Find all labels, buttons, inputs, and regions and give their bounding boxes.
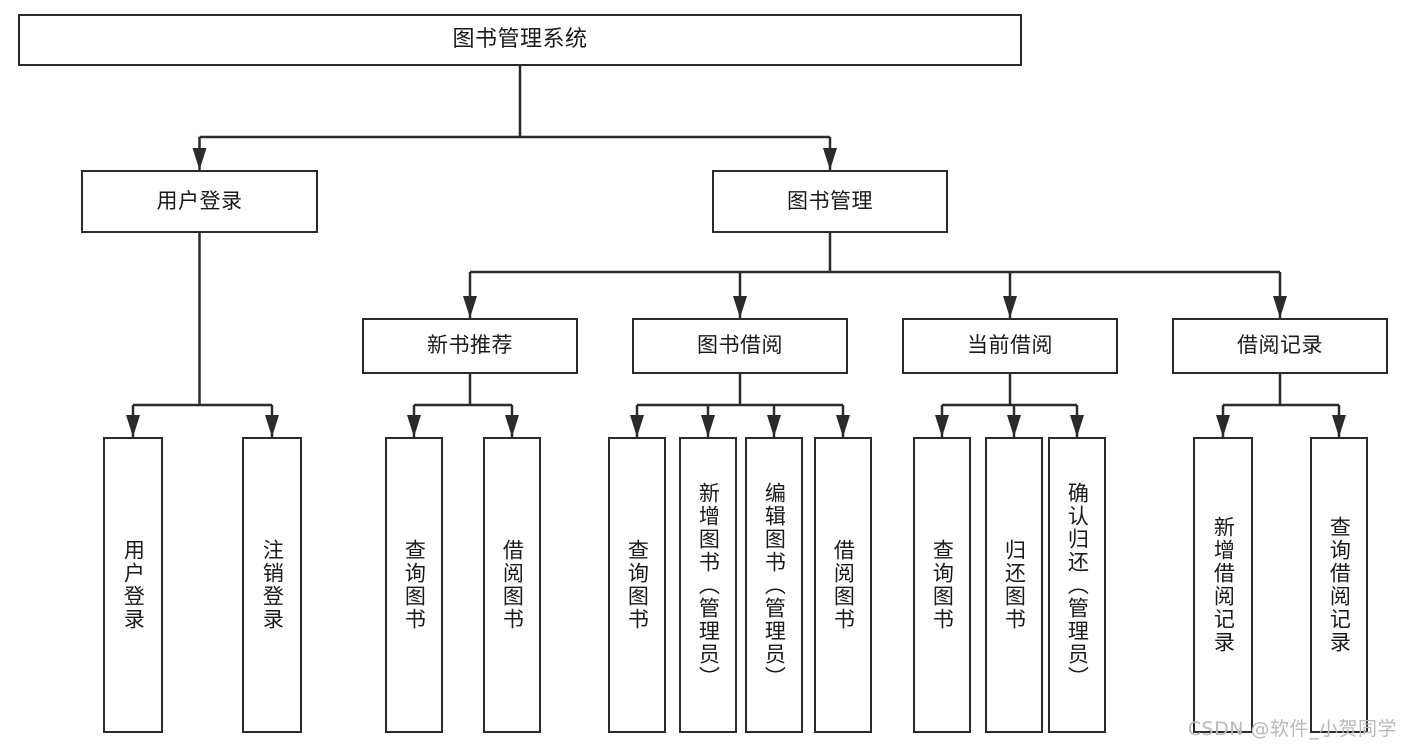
node-label: 归还图书 xyxy=(1002,539,1027,631)
node-user-login[interactable]: 用户登录 xyxy=(81,170,318,233)
node-label: 查询图书 xyxy=(402,539,427,631)
node-current-borrow[interactable]: 当前借阅 xyxy=(902,318,1118,374)
arrowhead-return-book xyxy=(1007,415,1021,437)
node-label: 确认归还（管理员） xyxy=(1065,481,1090,689)
node-user-login-leaf[interactable]: 用户登录 xyxy=(103,437,163,733)
arrowhead-book-manage xyxy=(823,148,837,170)
node-label: 借阅图书 xyxy=(500,539,525,631)
node-label: 查询借阅记录 xyxy=(1327,516,1352,654)
node-label: 图书管理 xyxy=(787,188,873,213)
node-label: 当前借阅 xyxy=(967,333,1053,358)
node-query-book-borrow[interactable]: 查询图书 xyxy=(608,437,666,733)
node-label: 图书借阅 xyxy=(697,333,783,358)
node-label: 借阅图书 xyxy=(831,539,856,631)
arrowhead-borrow-record xyxy=(1273,296,1287,318)
node-label: 查询图书 xyxy=(625,539,650,631)
arrowhead-book-borrow xyxy=(733,296,747,318)
node-label: 借阅记录 xyxy=(1237,333,1323,358)
node-label: 编辑图书（管理员） xyxy=(762,481,787,689)
arrowhead-query-book-current xyxy=(935,415,949,437)
node-label: 用户登录 xyxy=(121,539,146,631)
arrowhead-query-borrow-record xyxy=(1332,415,1346,437)
arrowhead-query-book-rec xyxy=(407,415,421,437)
arrowhead-query-book-borrow xyxy=(630,415,644,437)
arrowhead-user-login-leaf xyxy=(126,415,140,437)
watermark: CSDN @软件_小贺同学 xyxy=(1187,718,1397,740)
arrowhead-edit-book-admin xyxy=(767,415,781,437)
arrowhead-user-login xyxy=(192,148,207,170)
node-label: 用户登录 xyxy=(156,188,243,213)
arrowhead-confirm-return-admin xyxy=(1070,415,1084,437)
node-borrow-book-op[interactable]: 借阅图书 xyxy=(814,437,872,733)
node-user-logout-leaf[interactable]: 注销登录 xyxy=(242,437,302,733)
node-confirm-return-admin[interactable]: 确认归还（管理员） xyxy=(1048,437,1106,733)
node-label: 新增借阅记录 xyxy=(1211,516,1236,654)
node-query-borrow-record[interactable]: 查询借阅记录 xyxy=(1310,437,1368,733)
node-return-book[interactable]: 归还图书 xyxy=(985,437,1043,733)
arrowhead-current-borrow xyxy=(1003,296,1017,318)
node-label: 查询图书 xyxy=(930,539,955,631)
node-borrow-record[interactable]: 借阅记录 xyxy=(1172,318,1388,374)
node-root[interactable]: 图书管理系统 xyxy=(18,14,1022,66)
node-new-book-rec[interactable]: 新书推荐 xyxy=(362,318,578,374)
arrowhead-borrow-book-rec xyxy=(505,415,519,437)
arrowhead-add-borrow-record xyxy=(1216,415,1230,437)
node-label: 图书管理系统 xyxy=(452,26,588,52)
arrowhead-user-logout-leaf xyxy=(265,415,279,437)
node-add-book-admin[interactable]: 新增图书（管理员） xyxy=(679,437,737,733)
node-borrow-book-rec[interactable]: 借阅图书 xyxy=(483,437,541,733)
node-book-borrow[interactable]: 图书借阅 xyxy=(632,318,848,374)
node-query-book-current[interactable]: 查询图书 xyxy=(913,437,971,733)
arrowhead-new-book-rec xyxy=(463,296,477,318)
node-edit-book-admin[interactable]: 编辑图书（管理员） xyxy=(745,437,803,733)
node-label: 新书推荐 xyxy=(427,333,513,358)
node-query-book-rec[interactable]: 查询图书 xyxy=(385,437,443,733)
arrowhead-borrow-book-op xyxy=(836,415,850,437)
node-label: 注销登录 xyxy=(260,539,285,631)
node-label: 新增图书（管理员） xyxy=(696,481,721,689)
arrowhead-add-book-admin xyxy=(701,415,715,437)
node-add-borrow-record[interactable]: 新增借阅记录 xyxy=(1193,437,1253,733)
node-book-manage[interactable]: 图书管理 xyxy=(712,170,948,233)
